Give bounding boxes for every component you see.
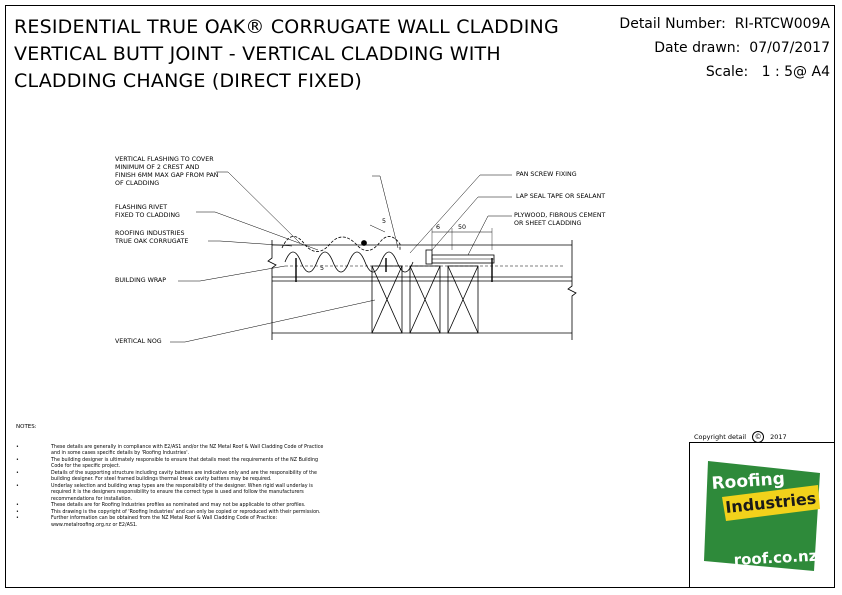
flashing-rivet: [361, 240, 367, 246]
drawing-title: RESIDENTIAL TRUE OAK® CORRUGATE WALL CLA…: [14, 14, 559, 95]
note-text-line: recommendations for installation.: [51, 496, 133, 502]
note-text-line: required it is the designers responsibil…: [51, 490, 304, 495]
note-text-line: www.metalroofing.org.nz or E2/AS1.: [51, 522, 138, 528]
note-item: •This drawing is the copyright of 'Roofi…: [16, 509, 321, 515]
note-text-line: The building designer is ultimately resp…: [51, 457, 319, 463]
drawing-sheet-border: [5, 5, 835, 588]
break-line-left: [267, 240, 277, 340]
copyright-year: 2017: [770, 433, 787, 441]
vertical-nog-2: [409, 265, 441, 334]
note-item: •The building designer is ultimately res…: [16, 457, 319, 470]
note-text-line: Further information can be obtained from…: [51, 516, 278, 521]
roofing-industries-logo: Roofing Industries roof.co.nz: [704, 461, 820, 571]
detail-number-label: Detail Number:: [619, 16, 726, 32]
logo-yellow-band: [722, 485, 820, 521]
note-text-line: This drawing is the copyright of 'Roofin…: [51, 509, 321, 515]
note-text-line: Code for the specific project.: [51, 464, 121, 469]
title-block-meta: Detail Number: RI-RTCW009A Date drawn: 0…: [619, 12, 830, 84]
dimension-5-top: 5: [382, 218, 387, 225]
title-line-1: RESIDENTIAL TRUE OAK® CORRUGATE WALL CLA…: [14, 16, 559, 38]
note-text-line: Details of the supporting structure incl…: [51, 470, 317, 476]
label-vertical-nog: VERTICAL NOG: [115, 338, 162, 345]
vertical-nog-3: [447, 265, 479, 334]
vertical-nog-1: [371, 265, 403, 334]
date-drawn-label: Date drawn:: [654, 40, 741, 56]
dimension-50: 50: [458, 224, 467, 231]
dimension-5-bottom: 5: [320, 265, 325, 272]
note-text-line: building designer. For steel framed buil…: [51, 477, 272, 482]
note-text-line: and in some cases specific details by 'R…: [51, 451, 190, 456]
detail-number-value: RI-RTCW009A: [734, 16, 830, 32]
title-line-3: CLADDING CHANGE (DIRECT FIXED): [14, 70, 363, 92]
note-text-line: These details are for Roofing Industries…: [51, 503, 306, 508]
scale-label: Scale:: [705, 64, 749, 80]
label-flashing-rivet: FLASHING RIVET FIXED TO CLADDING: [115, 204, 180, 219]
logo-box: Roofing Industries roof.co.nz: [689, 442, 835, 588]
vertical-flashing-profile: [281, 236, 401, 252]
note-item: •These details are generally in complian…: [16, 444, 324, 457]
label-pan-screw-fixing: PAN SCREW FIXING: [516, 171, 577, 178]
corrugate-profile: [284, 251, 414, 273]
note-text-line: Underlay selection and building wrap typ…: [51, 483, 313, 489]
notes-section: NOTES: •These details are generally in c…: [16, 424, 436, 529]
note-item: •These details are for Roofing Industrie…: [16, 503, 306, 508]
label-building-wrap: BUILDING WRAP: [115, 277, 167, 284]
label-plywood-cladding: PLYWOOD, FIBROUS CEMENT OR SHEET CLADDIN…: [514, 212, 606, 227]
break-line-right: [567, 240, 577, 340]
note-item: •Details of the supporting structure inc…: [16, 470, 317, 483]
dimension-6: 6: [436, 224, 441, 231]
note-item: •Further information can be obtained fro…: [16, 516, 278, 528]
scale-value: 1 : 5@ A4: [761, 64, 830, 80]
notes-title: NOTES:: [16, 424, 37, 430]
label-roofing-industries-corrugate: ROOFING INDUSTRIES TRUE OAK CORRUGATE: [115, 230, 189, 245]
logo-text-url: roof.co.nz: [733, 547, 818, 569]
label-lap-seal-tape: LAP SEAL TAPE OR SEALANT: [516, 193, 606, 200]
note-item: •Underlay selection and building wrap ty…: [16, 483, 313, 502]
label-vertical-flashing: VERTICAL FLASHING TO COVER MINIMUM OF 2 …: [115, 156, 219, 187]
title-line-2: VERTICAL BUTT JOINT - VERTICAL CLADDING …: [14, 43, 501, 65]
copyright-label: Copyright detail: [694, 433, 747, 441]
note-text-line: These details are generally in complianc…: [51, 444, 324, 450]
lap-seal-tape: [425, 249, 433, 265]
date-drawn-value: 07/07/2017: [749, 40, 830, 56]
